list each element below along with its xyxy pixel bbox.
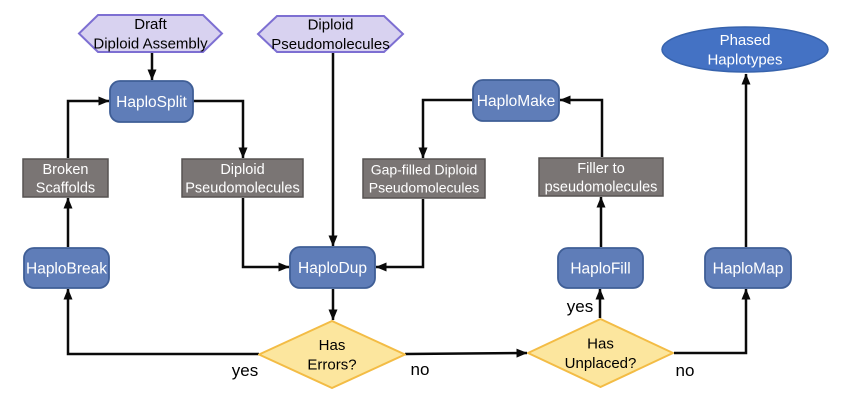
arrow-haplomake-to-gapfilled: [418, 98, 472, 159]
diploid-pseudomolecules-input-shape: [256, 15, 405, 53]
arrow-gapfilled-to-haplodup: [375, 199, 425, 272]
draft-diploid-assembly-label-line: Diploid Assembly: [93, 35, 208, 52]
arrow-haserrors-yes-to-haplobreak: [63, 288, 259, 356]
edge-label-has-errors-no: no: [411, 360, 430, 379]
node-haplobreak: HaploBreak: [23, 247, 110, 289]
arrow-haserrors-no-to-hasunplaced: [404, 348, 528, 358]
has-errors-label-line: Errors?: [307, 356, 356, 373]
phased-haplotypes-label-line: Phased: [720, 32, 771, 49]
haplobreak-shape: [23, 247, 110, 289]
has-unplaced-shape: [527, 318, 674, 388]
haplosplit-shape: [109, 80, 194, 123]
haplomap-label-line: HaploMap: [713, 260, 784, 277]
phased-haplotypes-shape: [661, 26, 829, 73]
node-haplosplit: HaploSplit: [109, 80, 194, 123]
haplobreak-label-line: HaploBreak: [26, 260, 107, 277]
edge-label-has-unplaced-yes: yes: [567, 297, 593, 316]
haplodup-label-line: HaploDup: [298, 260, 367, 277]
edge-label-has-unplaced-no: no: [676, 361, 695, 380]
node-haplodup: HaploDup: [289, 246, 376, 289]
filler-to-pseudomolecules-shape: [538, 157, 664, 197]
edge-label-has-errors-yes: yes: [232, 361, 258, 380]
node-filler-to-pseudomolecules: Filler to pseudomolecules: [538, 157, 664, 197]
draft-diploid-assembly-shape: [77, 14, 224, 53]
broken-scaffolds-label-line: Broken: [43, 162, 89, 178]
arrow-broken-to-haplosplit: [66, 96, 110, 158]
diploid-pseudomolecules-input-label-line: Diploid: [308, 17, 354, 34]
has-errors-shape: [258, 320, 406, 389]
diploid-pseudomolecules-data-label-line: Diploid: [220, 162, 264, 178]
haplomap-shape: [704, 247, 792, 289]
phased-haplotypes-label-line: Haplotypes: [707, 51, 782, 68]
has-errors-label-line: Has: [319, 337, 346, 354]
haplosplit-label-line: HaploSplit: [116, 94, 187, 111]
gap-filled-diploid-label-line: Pseudomolecules: [369, 179, 480, 195]
haplodup-shape: [289, 246, 376, 289]
node-haplofill: HaploFill: [557, 247, 644, 289]
filler-to-pseudomolecules-label-line: Filler to: [577, 161, 625, 177]
diploid-pseudomolecules-input-label-line: Pseudomolecules: [271, 36, 389, 53]
haplomake-label-line: HaploMake: [477, 93, 555, 110]
haplofill-shape: [557, 247, 644, 289]
has-unplaced-label-line: Unplaced?: [565, 355, 637, 372]
gap-filled-diploid-shape: [362, 158, 486, 199]
broken-scaffolds-shape: [22, 158, 109, 198]
haplofill-label-line: HaploFill: [570, 260, 630, 277]
filler-to-pseudomolecules-label-line: pseudomolecules: [545, 179, 658, 195]
arrow-hasunplaced-no-to-haplomap: [674, 288, 751, 355]
diploid-pseudomolecules-data-shape: [181, 158, 304, 198]
arrow-diploidpseudo-to-haplodup: [241, 198, 290, 272]
broken-scaffolds-label-line: Scaffolds: [36, 180, 95, 196]
node-haplomake: HaploMake: [472, 79, 560, 122]
haplomake-shape: [472, 79, 560, 122]
draft-diploid-assembly-label-line: Draft: [134, 16, 167, 33]
has-unplaced-label-line: Has: [587, 336, 614, 353]
gap-filled-diploid-label-line: Gap-filled Diploid: [371, 162, 478, 178]
arrow-haplosplit-to-diploidpseudo: [193, 99, 248, 159]
node-haplomap: HaploMap: [704, 247, 792, 289]
arrow-filler-to-haplomake: [559, 95, 604, 157]
diploid-pseudomolecules-data-label-line: Pseudomolecules: [185, 180, 299, 196]
